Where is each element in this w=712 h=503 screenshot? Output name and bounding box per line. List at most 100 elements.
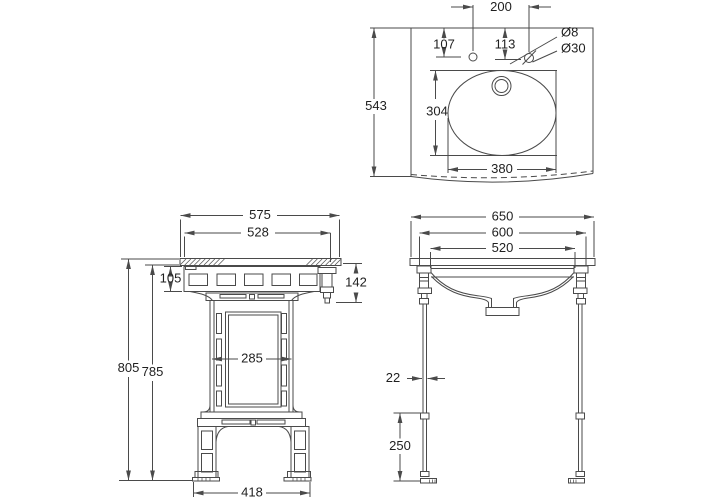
capital-collar: [417, 287, 432, 294]
dim-label-113: 113: [495, 36, 516, 51]
dim-label-805: 805: [118, 360, 140, 375]
left-leg: [197, 426, 217, 478]
ext-142: [336, 263, 362, 303]
corbel-tip: [324, 297, 330, 304]
left-leg-slot: [201, 430, 213, 450]
dim-label-105: 105: [160, 270, 182, 285]
frieze-band: [183, 266, 321, 292]
frieze-window: [188, 273, 208, 286]
leg-union: [420, 412, 430, 420]
capital-neck: [577, 293, 584, 299]
ext-575: [180, 219, 340, 257]
plinth-slots: [221, 419, 286, 426]
leg-lower-collar: [575, 471, 585, 477]
section-hatch-right: [306, 258, 341, 266]
right-corbel: [317, 267, 337, 304]
apron-lower-left: [431, 276, 489, 308]
dim-label-650: 650: [492, 208, 514, 223]
waste-hole-outer: [491, 76, 512, 96]
dim-label-285: 285: [241, 350, 263, 365]
dim-label-107: 107: [433, 36, 455, 51]
leg-lower-collar: [420, 471, 430, 477]
neck-slots: [219, 294, 285, 300]
foot: [568, 478, 585, 484]
ext-105: [164, 266, 182, 292]
dim-label-304: 304: [426, 103, 448, 118]
countertop-outline: [410, 27, 594, 177]
corbel-collar: [320, 286, 334, 293]
plinth: [197, 418, 306, 427]
column-slots-right: [281, 313, 287, 407]
dim-label-142: 142: [345, 274, 367, 289]
dim-label-600: 600: [492, 224, 514, 239]
dim-label-543: 543: [365, 98, 387, 113]
column-inner-lines: [213, 300, 290, 412]
corbel-neck: [323, 292, 331, 299]
left-tap-hole: [468, 52, 478, 62]
ext-528: [184, 233, 331, 262]
right-foot-ticks: [292, 478, 306, 481]
hidden-edge-dashed: [410, 170, 594, 179]
capital-neck: [421, 293, 428, 299]
right-foot-base: [283, 477, 312, 482]
dim-label-dia30: Ø30: [561, 40, 586, 55]
left-frame-leg: [416, 265, 437, 484]
left-bracket-end: [185, 265, 197, 270]
left-leg-slot: [201, 453, 213, 473]
apron-upper-right: [513, 271, 576, 308]
shoulder-curves: [189, 291, 315, 301]
foot-ticks: [570, 479, 577, 483]
countertop-front-edge: [410, 173, 594, 183]
right-leg-slot: [294, 453, 306, 473]
ext-304: [430, 70, 557, 156]
foot: [420, 478, 437, 484]
arch-fillets: [215, 426, 292, 443]
ext-520: [430, 252, 576, 268]
ext-380: [447, 70, 557, 173]
dim-label-250: 250: [389, 438, 411, 453]
dim-label-785: 785: [142, 364, 164, 379]
basin-top-view: 543 304 380 200 107 113 Ø8 Ø30: [365, 0, 594, 183]
basin-bowl-ellipse: [447, 70, 557, 156]
section-hatch-left: [179, 258, 225, 266]
corbel-body: [321, 273, 333, 288]
ext-600: [419, 236, 587, 265]
right-leg-slot: [294, 430, 306, 450]
corbel-cap: [317, 267, 337, 274]
capital-ring: [576, 298, 586, 305]
left-foot-ticks: [197, 478, 211, 481]
dim-label-520: 520: [492, 240, 514, 255]
waste-hole-inner: [494, 79, 509, 93]
washstand-front-view: 650 600 520 22 250: [386, 208, 596, 484]
right-frame-leg: [568, 265, 589, 484]
leader-dia30: [532, 50, 558, 63]
countertop-slab: [179, 258, 342, 266]
dim-label-22: 22: [386, 370, 400, 385]
pedestal-legs: [192, 426, 312, 482]
dim-label-418: 418: [241, 484, 263, 499]
column-slots-left: [216, 313, 222, 407]
apron-lower-right: [516, 276, 574, 308]
capital-collar: [573, 287, 588, 294]
leg-tube: [578, 304, 583, 472]
capital-mould-lines: [576, 277, 586, 282]
base-band: [200, 411, 303, 419]
frieze-window: [244, 273, 264, 286]
leg-tube: [422, 304, 427, 472]
apron-upper-left: [429, 271, 492, 308]
countertop-slab: [409, 258, 596, 266]
left-foot-base: [192, 477, 220, 482]
capital-ring: [419, 298, 429, 305]
hole-tick: [522, 50, 537, 65]
ext-543: [370, 27, 411, 177]
right-leg: [290, 426, 310, 478]
frieze-window: [299, 273, 318, 286]
dim-label-200: 200: [490, 0, 512, 14]
dim-label-575: 575: [249, 207, 271, 222]
ext-200: [472, 5, 530, 52]
dim-label-528: 528: [247, 224, 269, 239]
leg-union: [575, 412, 585, 420]
frieze-window: [271, 273, 291, 286]
